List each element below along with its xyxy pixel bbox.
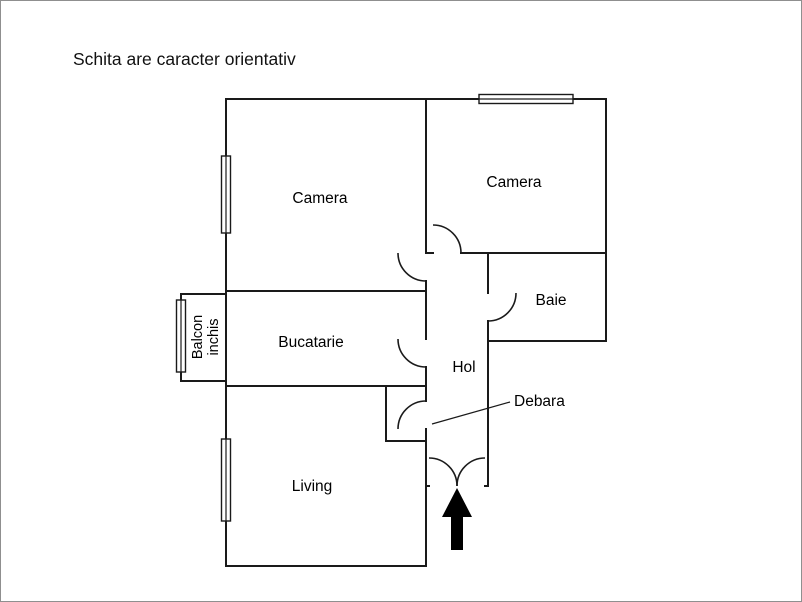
doors <box>397 224 517 487</box>
windows <box>175 93 574 522</box>
room-label-balcon-line1: Balcon <box>190 315 206 359</box>
room-label-camera-right: Camera <box>486 174 542 191</box>
door-arc-debara <box>397 400 427 430</box>
entrance-arrow-icon <box>442 488 472 550</box>
room-label-balcon-line2: inchis <box>206 318 222 355</box>
plan-title: Schita are caracter orientativ <box>73 49 296 69</box>
room-label-bucatarie: Bucatarie <box>278 334 343 351</box>
door-arc-entrance-left <box>428 457 458 487</box>
door-arc-bucatarie <box>397 338 427 368</box>
room-label-debara: Debara <box>514 393 565 410</box>
room-label-hol: Hol <box>452 359 475 376</box>
door-arc-entrance-right <box>456 457 486 487</box>
debara-leader-line <box>431 401 511 425</box>
door-arc-camera-left <box>397 252 427 282</box>
room-label-living: Living <box>292 478 333 495</box>
wall-debara <box>385 385 427 442</box>
wall-outer <box>225 98 607 567</box>
room-label-camera-left: Camera <box>292 190 348 207</box>
door-arc-baie <box>487 292 517 322</box>
room-labels: Camera Camera Baie Bucatarie Hol Debara … <box>190 174 567 495</box>
walls <box>180 98 607 567</box>
room-label-baie: Baie <box>535 292 566 309</box>
door-arc-camera-right <box>432 224 462 254</box>
